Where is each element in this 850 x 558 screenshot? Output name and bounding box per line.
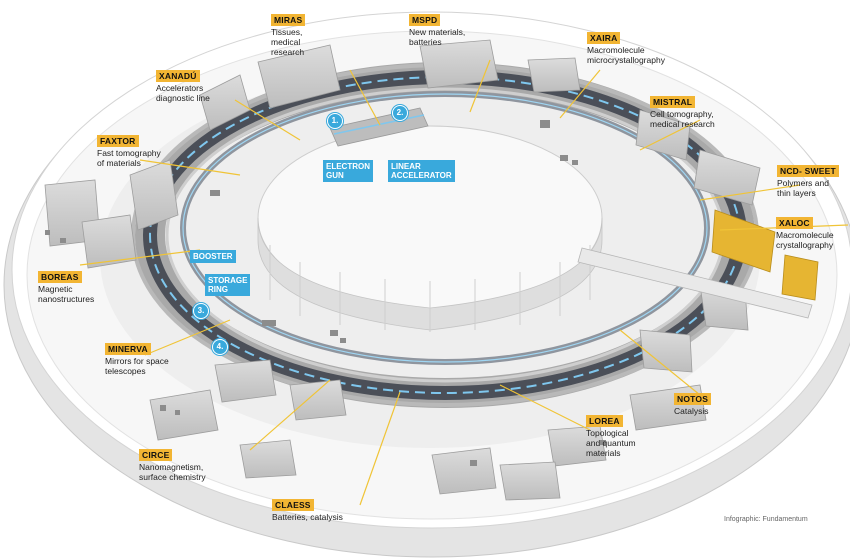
station-claess: CLAESS Batteries, catalysis — [272, 499, 343, 522]
station-mistral: MISTRAL Cell tomography, medical researc… — [650, 96, 715, 129]
station-minerva-name: MINERVA — [105, 343, 151, 355]
booster-label: BOOSTER — [190, 250, 236, 263]
storage-ring-number: 4. — [212, 339, 228, 355]
beamline-hutches — [44, 39, 761, 501]
station-xaira-desc: Macromolecule microcrystallography — [587, 45, 665, 65]
station-faxtor: FAXTOR Fast tomography of materials — [97, 135, 161, 168]
station-lorea-desc: Topological and quantum materials — [586, 428, 636, 458]
booster-number: 3. — [193, 303, 209, 319]
station-faxtor-desc: Fast tomography of materials — [97, 148, 161, 168]
central-building — [257, 125, 603, 332]
station-mspd-desc: New materials, batteries — [409, 27, 466, 47]
station-claess-desc: Batteries, catalysis — [272, 512, 343, 522]
station-circe: CIRCE Nanomagnetism, surface chemistry — [139, 449, 206, 482]
station-xaira: XAIRA Macromolecule microcrystallography — [587, 32, 665, 65]
station-faxtor-name: FAXTOR — [97, 135, 139, 147]
electron-gun-number: 1. — [327, 113, 343, 129]
station-xanadu: XANADÚ Accelerators diagnostic line — [156, 70, 210, 103]
station-boreas-desc: Magnetic nanostructures — [38, 284, 95, 304]
station-notos-desc: Catalysis — [674, 406, 709, 416]
station-xaloc-name: XALOC — [776, 217, 813, 229]
station-mspd: MSPD New materials, batteries — [409, 14, 465, 47]
station-circe-name: CIRCE — [139, 449, 173, 461]
station-notos: NOTOS Catalysis — [674, 393, 712, 416]
station-ncd-sweet-name: NCD- SWEET — [777, 165, 839, 177]
infographic-credit: Infographic: Fundamentum — [724, 516, 808, 523]
electron-gun-label: ELECTRON GUN — [323, 160, 373, 182]
station-minerva: MINERVA Mirrors for space telescopes — [105, 343, 169, 376]
station-minerva-desc: Mirrors for space telescopes — [105, 356, 169, 376]
linear-accelerator-label: LINEAR ACCELERATOR — [388, 160, 455, 182]
station-notos-name: NOTOS — [674, 393, 712, 405]
station-xanadu-name: XANADÚ — [156, 70, 200, 82]
station-ncd-sweet-desc: Polymers and thin layers — [777, 178, 829, 198]
walkway-bridge — [577, 247, 813, 319]
booster-ring — [180, 91, 710, 365]
storage-ring-label: STORAGE RING — [205, 274, 251, 296]
station-boreas: BOREAS Magnetic nanostructures — [38, 271, 94, 304]
station-lorea: LOREA Topological and quantum materials — [586, 415, 636, 458]
station-boreas-name: BOREAS — [38, 271, 82, 283]
linear-accelerator-number: 2. — [392, 105, 408, 121]
station-mistral-name: MISTRAL — [650, 96, 696, 108]
station-xaloc: XALOC Macromolecule crystallography — [776, 217, 834, 250]
station-mspd-name: MSPD — [409, 14, 441, 26]
xaloc-hutch — [711, 209, 819, 301]
station-claess-name: CLAESS — [272, 499, 314, 511]
station-xanadu-desc: Accelerators diagnostic line — [156, 83, 210, 103]
station-miras-desc: Tissues, medical research — [271, 27, 305, 57]
beamline-equipment — [45, 120, 606, 466]
station-miras-name: MIRAS — [271, 14, 306, 26]
station-circe-desc: Nanomagnetism, surface chemistry — [139, 462, 206, 482]
beamlines — [79, 59, 849, 506]
station-xaira-name: XAIRA — [587, 32, 621, 44]
station-miras: MIRAS Tissues, medical research — [271, 14, 306, 57]
station-xaloc-desc: Macromolecule crystallography — [776, 230, 834, 250]
station-ncd-sweet: NCD- SWEET Polymers and thin layers — [777, 165, 839, 198]
station-lorea-name: LOREA — [586, 415, 623, 427]
station-mistral-desc: Cell tomography, medical research — [650, 109, 715, 129]
